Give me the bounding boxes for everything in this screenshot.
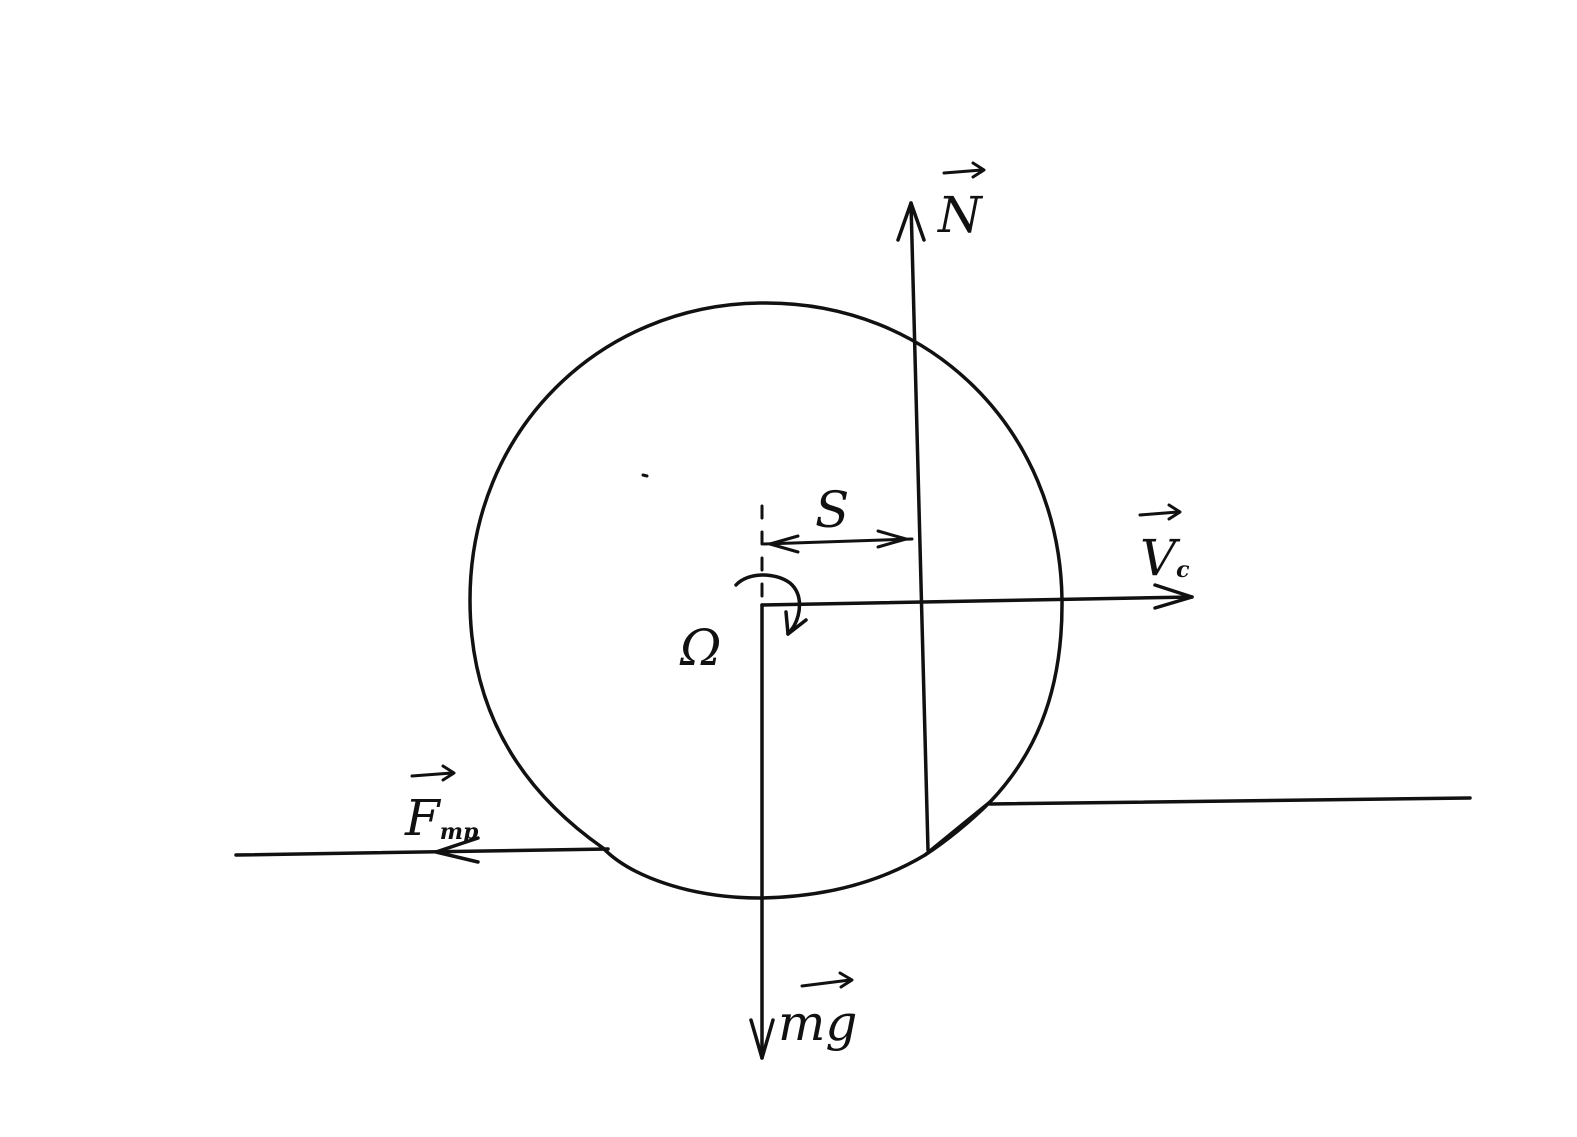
weight-vector-bar-tip: [838, 971, 854, 989]
friction-vector-bar-tip: [441, 764, 456, 782]
velocity-label: Vc: [1140, 529, 1190, 587]
cylinder-body: [468, 301, 1064, 900]
normal-force-vector-bar-tip: [971, 161, 986, 179]
normal-force-arrow: [909, 201, 930, 852]
velocity-arrowhead: [1153, 583, 1194, 610]
offset-dimension-line: [762, 537, 914, 546]
contact-point-chord: [923, 800, 992, 857]
ground-line-right: [988, 796, 1472, 806]
offset-dimension-arrowhead-left: [768, 534, 800, 554]
velocity-vector-bar: [1138, 510, 1180, 517]
friction-vector-bar: [410, 771, 454, 778]
normal-force-label: N: [937, 186, 984, 244]
angular-velocity-arrowhead: [784, 610, 808, 636]
angular-velocity-label: Ω: [679, 619, 721, 677]
stray-pencil-mark: [641, 473, 649, 478]
normal-force-vector-bar: [942, 168, 984, 175]
weight-vector-bar: [800, 978, 852, 988]
friction-label: Fтр: [404, 789, 479, 847]
normal-force-arrowhead: [896, 201, 926, 242]
weight-label: mg: [778, 994, 857, 1052]
ground-line-left: [234, 847, 610, 857]
velocity-vector-bar-tip: [1167, 503, 1182, 521]
offset-label: S: [815, 481, 849, 539]
weight-arrowhead: [749, 1018, 775, 1060]
offset-dimension-arrowhead-right: [876, 529, 908, 549]
velocity-arrow: [760, 595, 1194, 607]
friction-arrowhead: [434, 836, 480, 864]
